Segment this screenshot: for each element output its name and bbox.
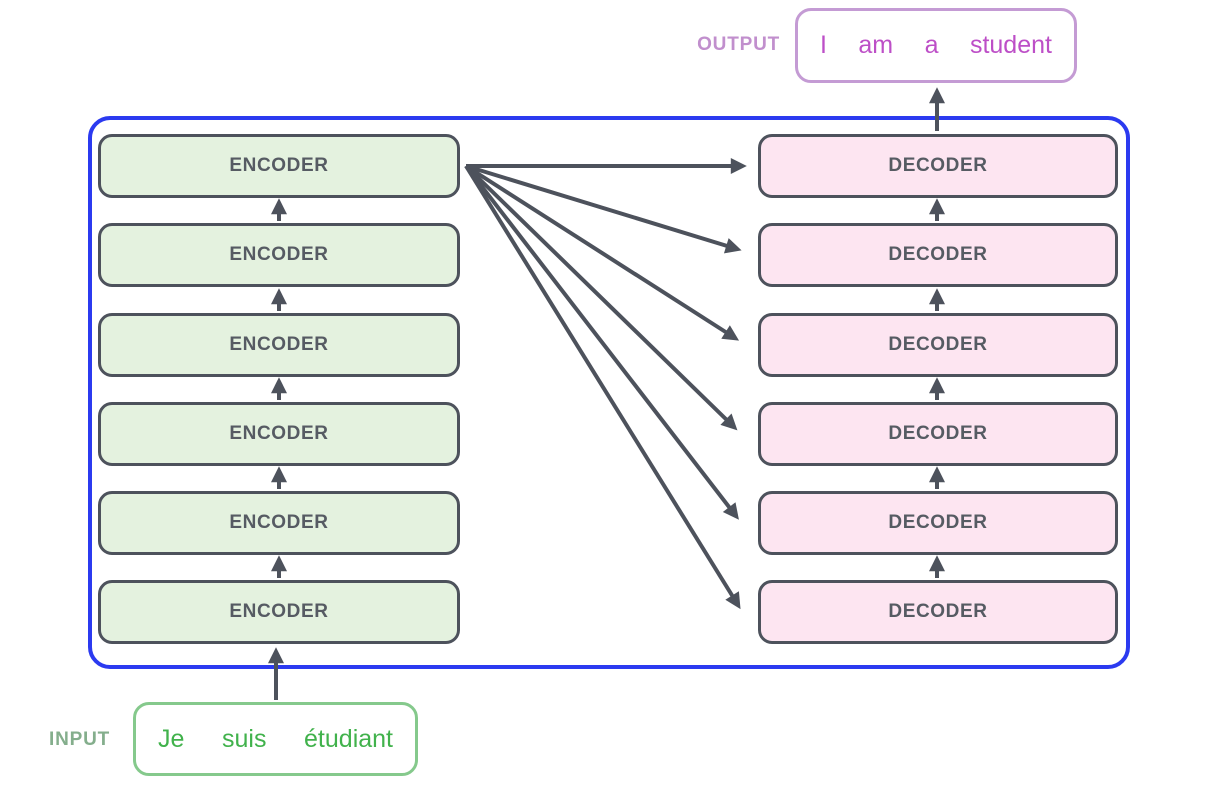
input-sentence-box: Je suis étudiant — [133, 702, 418, 776]
input-token: étudiant — [304, 724, 393, 753]
input-token: Je — [158, 724, 185, 753]
encoder-label: ENCODER — [229, 334, 329, 355]
output-token: am — [858, 31, 894, 59]
output-sentence-box: I am a student — [795, 8, 1077, 83]
decoder-label: DECODER — [888, 423, 988, 444]
decoder-block-3: DECODER — [758, 313, 1118, 377]
decoder-label: DECODER — [888, 601, 988, 622]
encoder-block-5: ENCODER — [98, 491, 460, 555]
decoder-block-1: DECODER — [758, 134, 1118, 198]
encoder-decoder-container — [88, 116, 1130, 669]
input-token: suis — [221, 724, 267, 753]
decoder-block-6: DECODER — [758, 580, 1118, 644]
encoder-label: ENCODER — [229, 155, 329, 176]
encoder-block-1: ENCODER — [98, 134, 460, 198]
output-token: I — [820, 31, 827, 59]
encoder-label: ENCODER — [229, 512, 329, 533]
output-token: student — [969, 31, 1052, 59]
encoder-label: ENCODER — [229, 601, 329, 622]
decoder-label: DECODER — [888, 155, 988, 176]
decoder-label: DECODER — [888, 512, 988, 533]
encoder-block-2: ENCODER — [98, 223, 460, 287]
encoder-label: ENCODER — [229, 244, 329, 265]
encoder-block-6: ENCODER — [98, 580, 460, 644]
output-label: OUTPUT — [697, 34, 780, 55]
output-token: a — [924, 31, 939, 59]
decoder-block-5: DECODER — [758, 491, 1118, 555]
decoder-label: DECODER — [888, 244, 988, 265]
input-label: INPUT — [49, 729, 110, 750]
encoder-block-4: ENCODER — [98, 402, 460, 466]
decoder-label: DECODER — [888, 334, 988, 355]
encoder-block-3: ENCODER — [98, 313, 460, 377]
encoder-label: ENCODER — [229, 423, 329, 444]
decoder-block-4: DECODER — [758, 402, 1118, 466]
decoder-block-2: DECODER — [758, 223, 1118, 287]
